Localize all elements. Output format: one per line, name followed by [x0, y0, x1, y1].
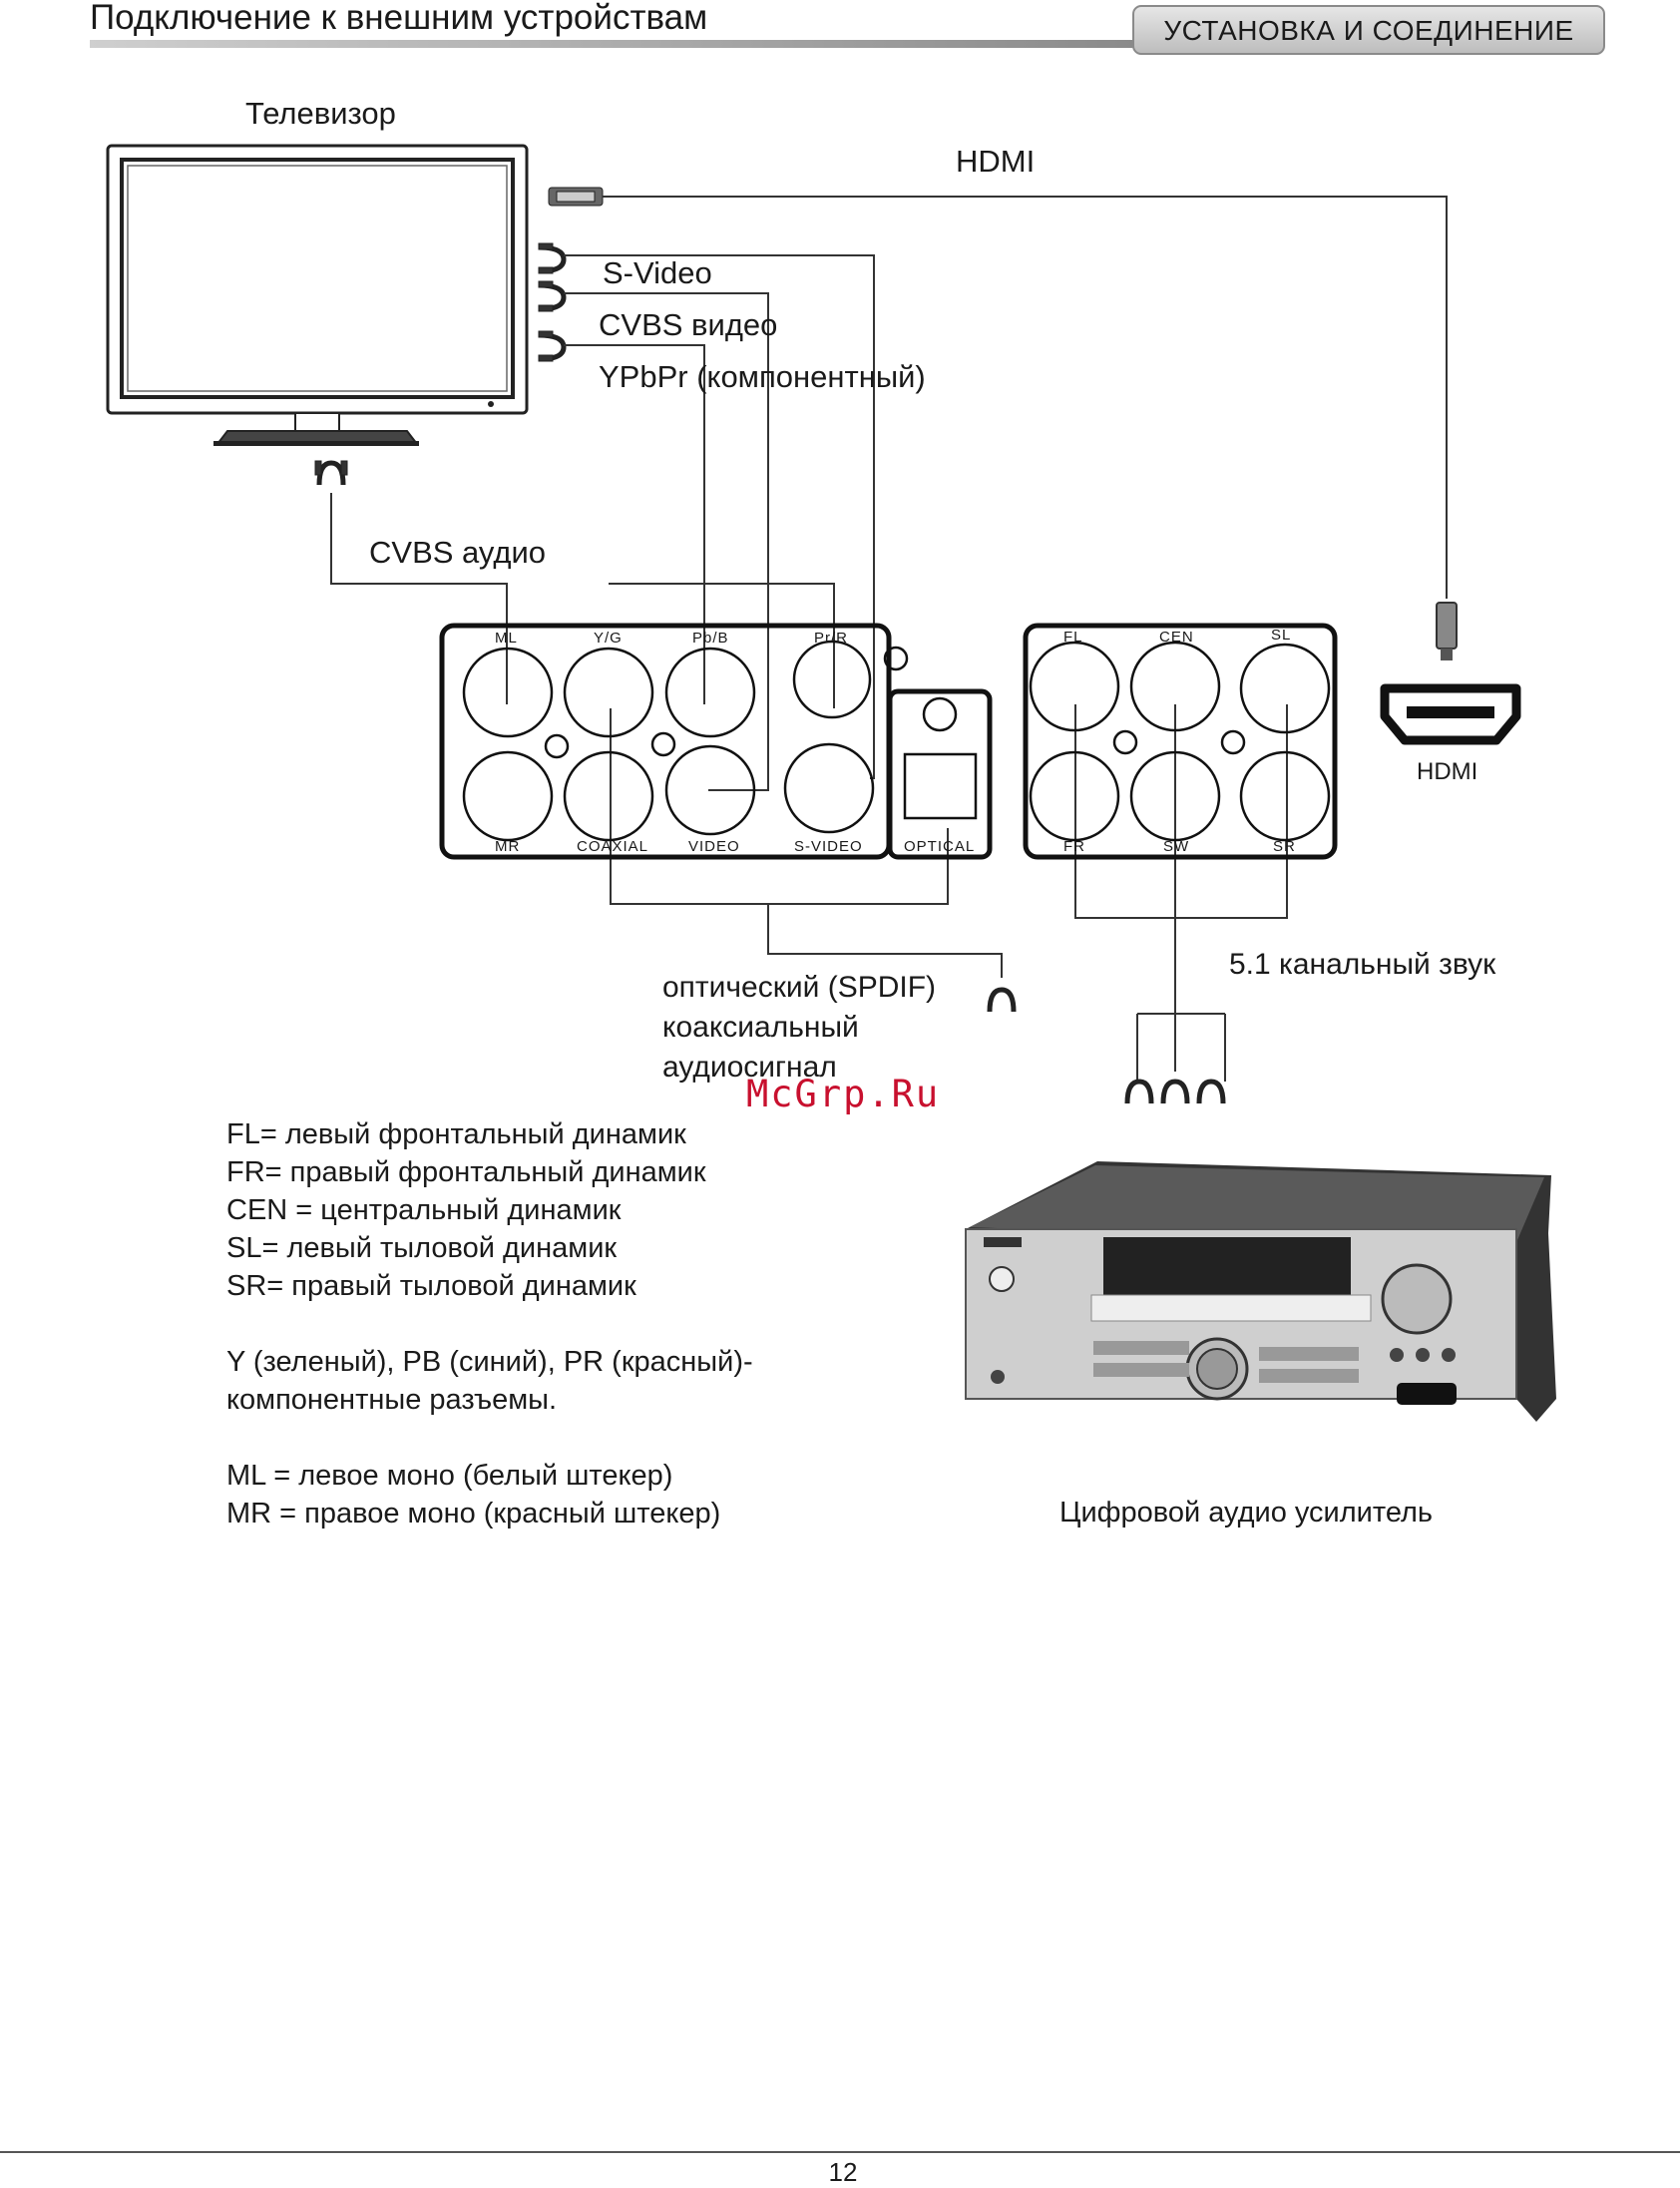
hdmi-plug	[1436, 602, 1458, 660]
cvbs-audio-label: CVBS аудио	[369, 535, 547, 570]
legend-line: CEN = центральный динамик	[226, 1194, 622, 1226]
tv-illustration	[106, 144, 529, 446]
legend-gap	[226, 1419, 753, 1457]
port-label-coaxial: COAXIAL	[577, 838, 649, 855]
hdmi-cable-label: HDMI	[956, 144, 1036, 179]
title-rule	[90, 40, 1137, 48]
section-badge: УСТАНОВКА И СОЕДИНЕНИЕ	[1132, 5, 1605, 55]
legend-line: SL= левый тыловой динамик	[226, 1232, 618, 1264]
surround-label: 5.1 канальный звук	[1229, 948, 1496, 981]
port-label-yg: Y/G	[594, 630, 623, 647]
page-number: 12	[828, 2157, 858, 2187]
port-label-prr: Pr/R	[814, 630, 848, 647]
legend: FL= левый фронтальный динамик FR= правый…	[226, 1115, 753, 1532]
watermark: McGrp.Ru	[746, 1073, 941, 1115]
port-label-cen: CEN	[1159, 629, 1194, 646]
digital-audio-line-1: оптический (SPDIF)	[662, 971, 937, 1004]
port-label-mr: MR	[495, 838, 521, 855]
port-label-fl: FL	[1063, 629, 1083, 646]
port-label-optical: OPTICAL	[904, 838, 976, 855]
tv-connectors	[314, 187, 604, 486]
legend-line: FL= левый фронтальный динамик	[226, 1118, 686, 1150]
port-label-pbb: Pb/B	[692, 630, 729, 647]
tv-label: Телевизор	[245, 96, 396, 131]
port-label-sr: SR	[1273, 838, 1296, 855]
rca-plug-icons	[987, 987, 1226, 1104]
hdmi-port-icon	[1380, 683, 1521, 745]
digital-audio-line-2: коаксиальный	[662, 1011, 859, 1044]
digital-audio-label: оптический (SPDIF) коаксиальный аудиосиг…	[662, 968, 936, 1088]
panel-left	[439, 623, 993, 860]
svideo-label: S-Video	[603, 255, 712, 290]
port-label-sl: SL	[1271, 627, 1292, 644]
ypbpr-label: YPbPr (компонентный)	[599, 359, 926, 394]
panel-right	[1023, 623, 1338, 860]
legend-line: FR= правый фронтальный динамик	[226, 1156, 706, 1188]
page-title: Подключение к внешним устройствам	[90, 0, 708, 37]
port-label-sw: SW	[1163, 838, 1190, 855]
port-label-svideo: S-VIDEO	[794, 838, 863, 855]
legend-line: компонентные разъемы.	[226, 1384, 558, 1416]
legend-line: SR= правый тыловой динамик	[226, 1270, 636, 1302]
port-label-fr: FR	[1063, 838, 1085, 855]
amplifier-label: Цифровой аудио усилитель	[1059, 1497, 1434, 1529]
legend-line: ML = левое моно (белый штекер)	[226, 1460, 673, 1492]
hdmi-port-label: HDMI	[1417, 758, 1478, 785]
cvbs-video-label: CVBS видео	[599, 307, 778, 342]
port-label-video: VIDEO	[688, 838, 740, 855]
legend-line: Y (зеленый), PB (синий), PR (красный)-	[226, 1346, 753, 1378]
legend-line: MR = правое моно (красный штекер)	[226, 1498, 721, 1530]
footer-rule	[0, 2151, 1680, 2153]
legend-gap	[226, 1305, 753, 1343]
port-label-ml: ML	[495, 630, 518, 647]
amplifier-illustration	[965, 1161, 1556, 1422]
digital-audio-line-3: аудиосигнал	[662, 1051, 837, 1084]
